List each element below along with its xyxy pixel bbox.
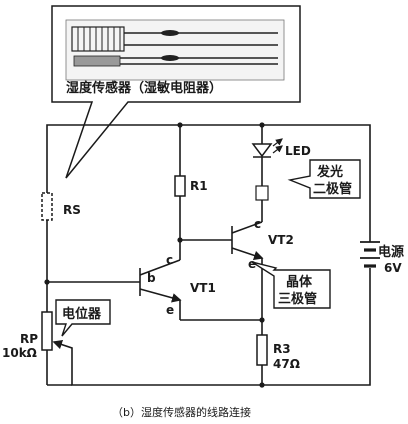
vt1-collector-label: c [166, 253, 173, 267]
vt1-emitter-label: e [166, 303, 174, 317]
power-voltage: 6V [384, 261, 402, 275]
rp-potentiometer [41, 311, 73, 376]
rp-value: 10kΩ [2, 346, 37, 360]
power-label: 电源 [378, 244, 404, 260]
transistor-callout-line1: 晶体 [286, 274, 313, 290]
r3-resistor [256, 334, 268, 366]
vt1-label: VT1 [190, 281, 216, 295]
rs-resistor [41, 192, 53, 221]
r3-value: 47Ω [273, 357, 300, 371]
vt1-transistor [139, 259, 182, 303]
vt2-emitter-label: e [248, 257, 256, 271]
led-callout [287, 159, 361, 199]
vt2-transistor [231, 221, 264, 261]
led-legs [255, 185, 269, 201]
sensor-title: 湿度传感器（湿敏电阻器） [66, 80, 222, 96]
r1-label: R1 [190, 179, 208, 193]
transistor-callout [251, 261, 331, 309]
led-diode [251, 138, 283, 164]
rp-name: RP [20, 332, 38, 346]
led-callout-line2: 二极管 [313, 181, 352, 197]
vt2-label: VT2 [268, 233, 294, 247]
junction-dots [44, 122, 265, 388]
rs-label: RS [63, 203, 81, 217]
humidity-sensor-illustration [65, 19, 285, 81]
pot-callout-text: 电位器 [62, 306, 102, 322]
vt2-collector-label: c [254, 217, 261, 231]
r1-resistor [174, 175, 186, 197]
wires [46, 124, 371, 386]
led-label: LED [285, 144, 311, 158]
pot-callout [55, 299, 111, 337]
r3-name: R3 [273, 342, 291, 356]
battery [360, 241, 380, 268]
led-callout-line1: 发光 [316, 164, 343, 180]
transistor-callout-line2: 三极管 [278, 291, 317, 307]
vt1-base-label: b [147, 271, 156, 285]
figure-caption: （b）湿度传感器的线路连接 [112, 405, 251, 419]
